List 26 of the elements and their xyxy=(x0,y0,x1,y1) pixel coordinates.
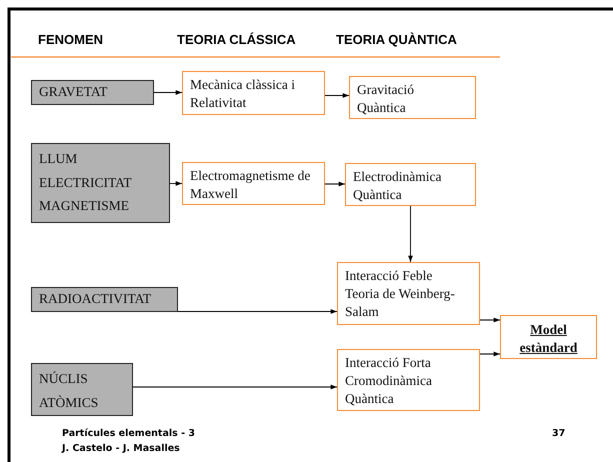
column-heading: FENOMEN xyxy=(38,32,103,47)
theory-box: Interacció Feble Teoria de Weinberg-Salam xyxy=(337,262,480,325)
arrow xyxy=(408,206,413,262)
column-heading: TEORIA CLÁSSICA xyxy=(177,32,296,47)
phenomenon-box: RADIOACTIVITAT xyxy=(31,287,178,312)
theory-box: Electrodinàmica Quàntica xyxy=(345,163,476,206)
arrow xyxy=(170,181,182,186)
arrow xyxy=(480,352,500,356)
arrow xyxy=(154,90,182,95)
result-box: Model estàndard xyxy=(500,315,597,359)
arrow xyxy=(324,182,346,186)
footer-text: J. Castelo - J. Masalles xyxy=(62,443,180,454)
arrow xyxy=(324,93,350,98)
column-heading: TEORIA QUÀNTICA xyxy=(336,32,457,47)
phenomenon-box: LLUM ELECTRICITAT MAGNETISME xyxy=(31,143,170,223)
arrow xyxy=(178,309,338,314)
page-number: 37 xyxy=(552,428,566,439)
theory-box: Electromagnetisme de Maxwell xyxy=(182,162,325,205)
arrow xyxy=(480,318,500,322)
phenomenon-box: GRAVETAT xyxy=(31,80,154,105)
phenomenon-box: NÚCLIS ATÒMICS xyxy=(31,363,133,416)
theory-box: Interacció Forta Cromodinàmica Quàntica xyxy=(337,349,480,411)
arrow xyxy=(132,384,338,390)
theory-box: Gravitació Quàntica xyxy=(349,76,476,119)
footer-text: Partícules elementals - 3 xyxy=(62,428,195,439)
theory-box: Mecànica clàssica i Relativitat xyxy=(182,71,325,115)
